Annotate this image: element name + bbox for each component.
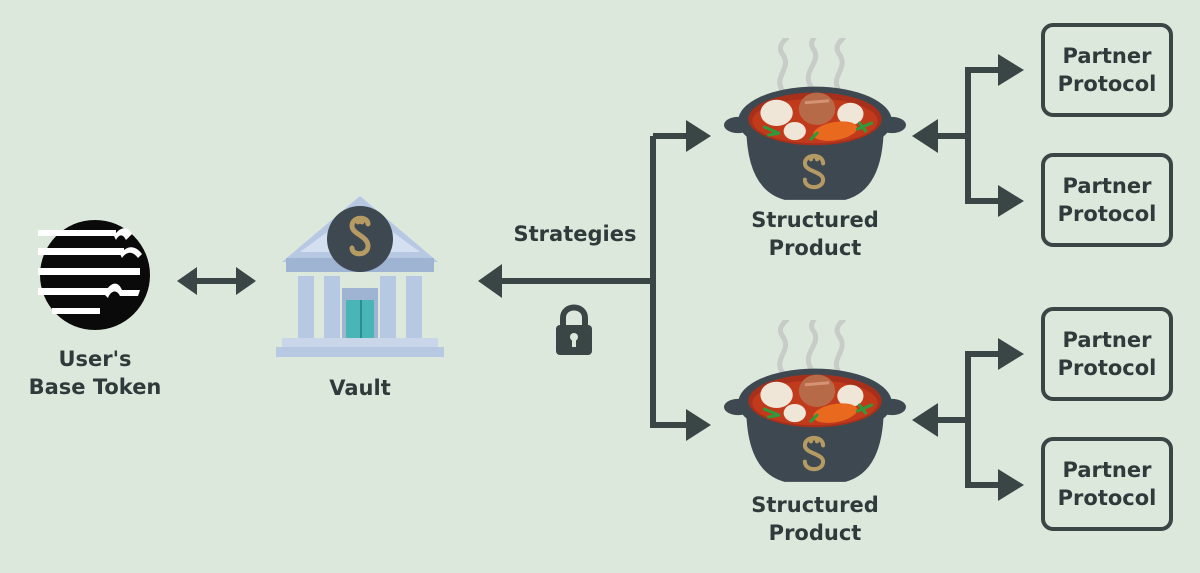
lock-icon	[556, 304, 592, 355]
arrowhead-to-vault	[478, 264, 502, 298]
partner-protocol-line2: Protocol	[1057, 486, 1157, 510]
stew-pot-icon	[724, 316, 906, 482]
token-vault-arrow	[177, 267, 256, 295]
partner-protocol-box: Partner Protocol	[1041, 153, 1173, 247]
structured-product-label-line2: Product	[768, 521, 862, 545]
base-token-label-line1: User's	[58, 347, 132, 371]
vault-label: Vault	[329, 376, 391, 400]
base-token-label-line2: Base Token	[28, 375, 162, 399]
partner-connectors-bottom	[936, 351, 1000, 488]
partner-protocol-line2: Protocol	[1057, 202, 1157, 226]
stew-pot-icon	[724, 34, 906, 200]
partner-protocol-box: Partner Protocol	[1041, 307, 1173, 401]
structured-product-label-line1: Structured	[751, 208, 879, 232]
partner-protocol-line1: Partner	[1062, 174, 1152, 198]
structured-product-label: Structured Product	[730, 491, 900, 547]
structured-product-label-line1: Structured	[751, 493, 879, 517]
base-token-label: User's Base Token	[10, 345, 180, 401]
partner-arrowheads-bottom	[912, 338, 1024, 501]
partner-protocol-line2: Protocol	[1057, 72, 1157, 96]
partner-protocol-line1: Partner	[1062, 458, 1152, 482]
base-token-icon	[38, 220, 150, 330]
partner-protocol-box: Partner Protocol	[1041, 437, 1173, 531]
strategies-label: Strategies	[513, 222, 637, 246]
structured-product-label-line2: Product	[768, 236, 862, 260]
arrowhead-to-product-1	[686, 120, 711, 152]
partner-protocol-line2: Protocol	[1057, 356, 1157, 380]
strategies-arrows	[500, 133, 688, 428]
structured-product-label: Structured Product	[730, 206, 900, 262]
partner-arrowheads-top	[912, 54, 1024, 217]
arrowhead-to-product-2	[686, 409, 711, 441]
partner-protocol-box: Partner Protocol	[1041, 23, 1173, 117]
vault-bank-icon	[276, 196, 444, 357]
partner-protocol-line1: Partner	[1062, 328, 1152, 352]
partner-protocol-line1: Partner	[1062, 44, 1152, 68]
partner-connectors-top	[936, 67, 1000, 204]
